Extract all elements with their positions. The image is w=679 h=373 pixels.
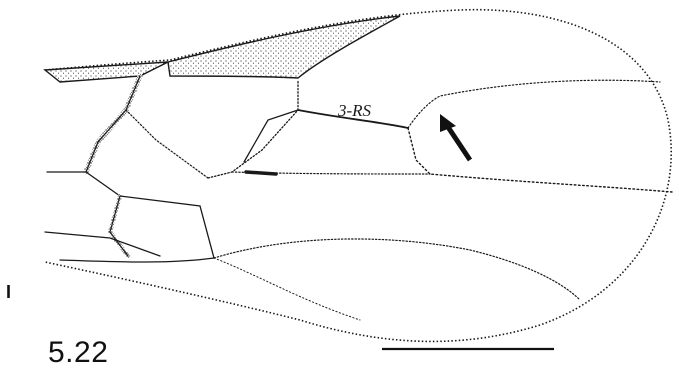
panel-mark: I (6, 282, 11, 302)
figure-number: 5.22 (48, 336, 108, 369)
costal-cell-stipple (45, 62, 168, 82)
wing-outline (45, 10, 671, 342)
pterostigma (168, 16, 400, 78)
vein-label-3rs: 3-RS (337, 101, 372, 120)
arrow-icon (440, 114, 470, 160)
